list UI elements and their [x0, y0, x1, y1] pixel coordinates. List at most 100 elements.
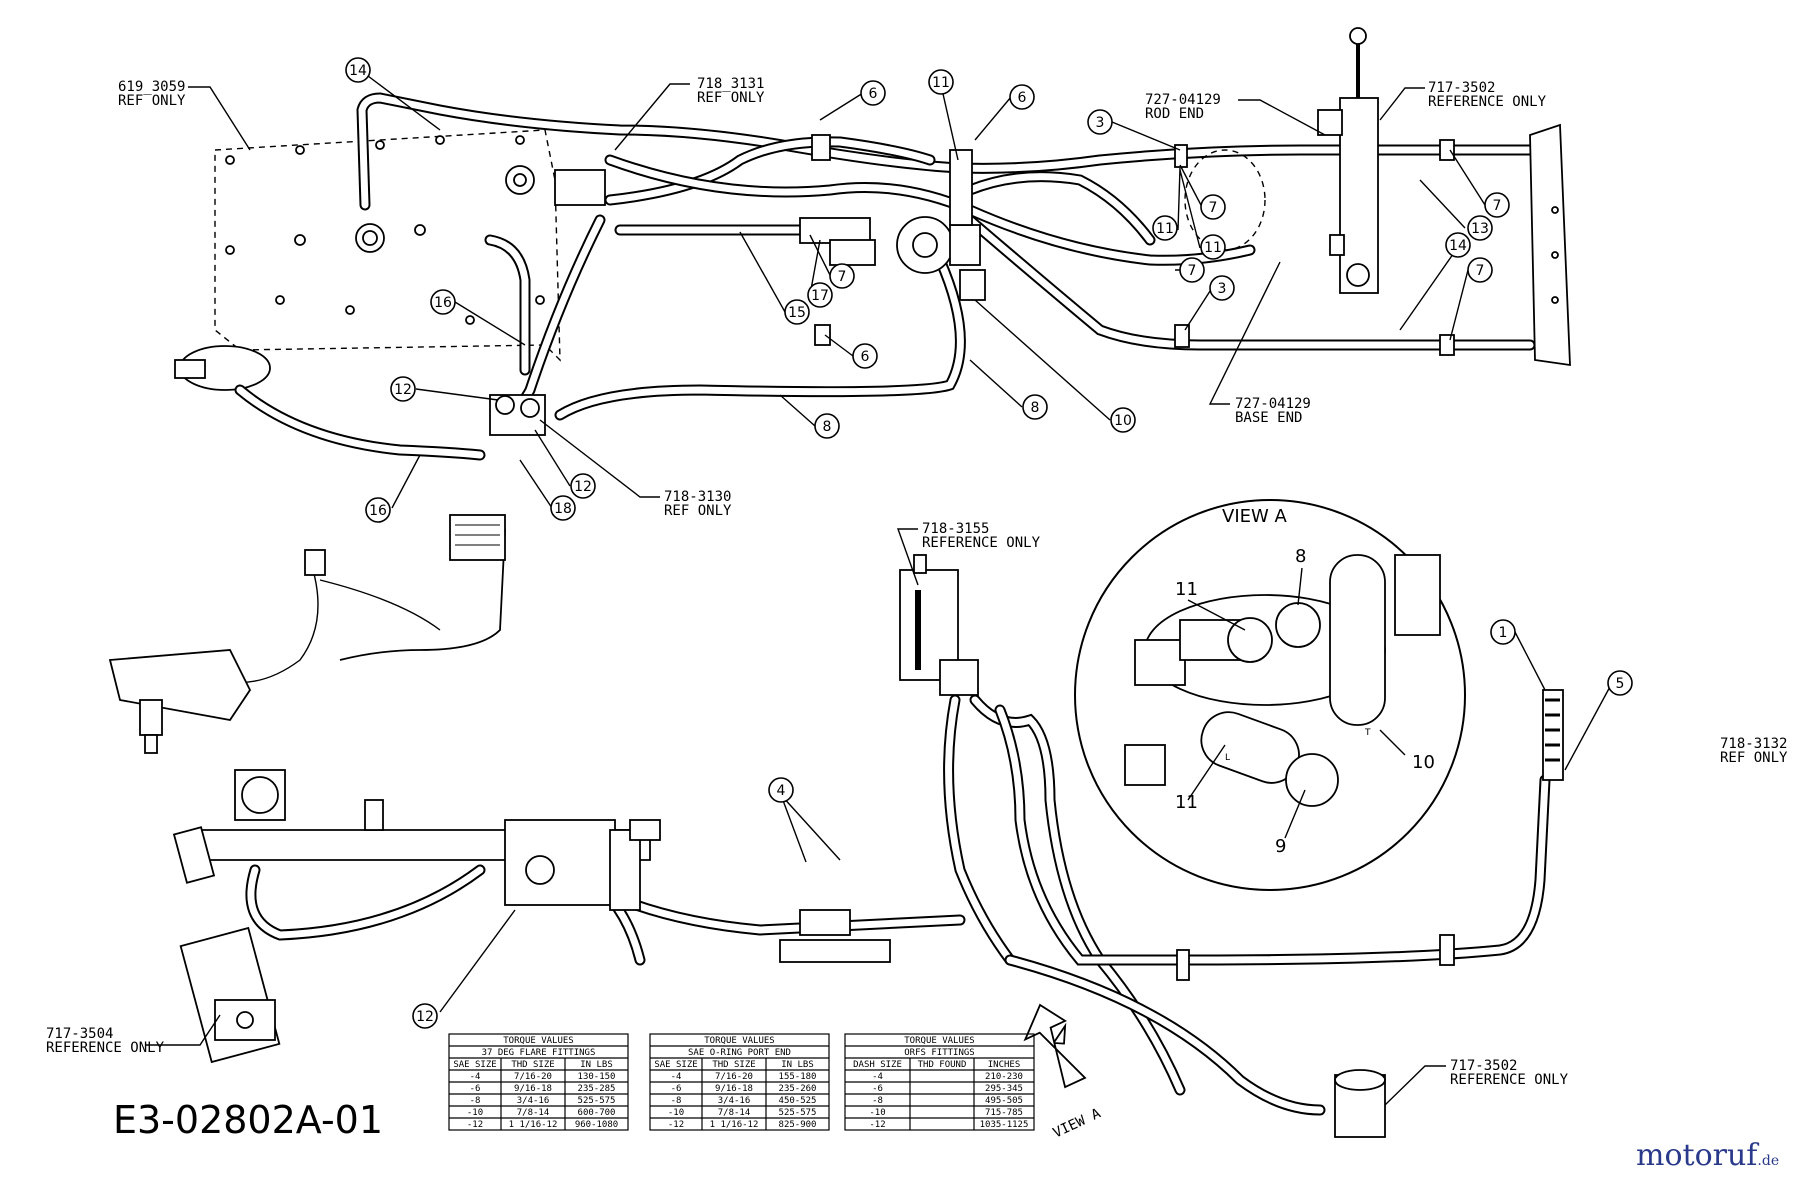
table-cell: 960-1080 — [575, 1120, 618, 1130]
table-header: DASH SIZE — [853, 1060, 902, 1070]
callout-c16b: 16 — [365, 497, 391, 523]
callout-circle — [1110, 407, 1136, 433]
callout-c10: 10 — [1110, 407, 1136, 433]
table-cell: 495-505 — [985, 1096, 1023, 1106]
table-header: INCHES — [988, 1060, 1021, 1070]
table-cell: -12 — [668, 1120, 684, 1130]
table-header: IN LBS — [580, 1060, 613, 1070]
ref-718-3130-line2: REF ONLY — [664, 503, 732, 519]
table-cell: 1 1/16-12 — [509, 1120, 558, 1130]
ref-727-04129-base-line1: 727-04129 — [1235, 396, 1311, 412]
callout-circle — [1009, 84, 1035, 110]
lift-cylinder-bottom — [172, 826, 281, 1064]
callout-c3b: 3 — [1209, 275, 1235, 301]
callout-number: 3 — [1096, 115, 1105, 131]
callout-c6c: 6 — [852, 343, 878, 369]
callout-c11a: 11 — [928, 69, 954, 95]
table-cell: 155-180 — [779, 1072, 817, 1082]
callout-number: 7 — [1188, 263, 1197, 279]
table-cell: 235-285 — [578, 1084, 616, 1094]
callout-circle — [1179, 257, 1205, 283]
callout-c7b: 7 — [1179, 257, 1205, 283]
callout-circle — [430, 289, 456, 315]
ref-717-3502-bottom-line1: 717-3502 — [1450, 1058, 1517, 1074]
table-cell: 295-345 — [985, 1084, 1023, 1094]
callout-circle — [784, 299, 810, 325]
callout-number: 12 — [416, 1009, 434, 1025]
table-cell: -4 — [872, 1072, 883, 1082]
callout-c7d: 7 — [1467, 257, 1493, 283]
callout-circle — [1200, 234, 1226, 260]
ref-727-04129-rod-line2: ROD END — [1145, 106, 1204, 122]
callout-circle — [345, 57, 371, 83]
callout-number: 10 — [1114, 413, 1132, 429]
view-a-label-11-top: 11 — [1175, 579, 1198, 600]
ref-718-3155-line1: 718-3155 — [922, 521, 989, 537]
callout-number: 12 — [394, 382, 412, 398]
table-title: TORQUE VALUES — [904, 1036, 974, 1046]
bottom-frame — [199, 554, 1564, 1138]
view-a-label-11-bottom: 11 — [1175, 792, 1198, 813]
table-cell: 825-900 — [779, 1120, 817, 1130]
watermark-main: motoruf — [1636, 1138, 1759, 1173]
callout-circle — [412, 1003, 438, 1029]
callout-number: 6 — [1018, 90, 1027, 106]
table-cell: 130-150 — [578, 1072, 616, 1082]
callout-c3a: 3 — [1087, 109, 1113, 135]
filter-housing — [174, 345, 271, 391]
callout-c8b: 8 — [1022, 394, 1048, 420]
callout-number: 3 — [1218, 281, 1227, 297]
view-a-mark-t: T — [1364, 728, 1371, 738]
ref-717-3504-line1: 717-3504 — [46, 1026, 113, 1042]
table-cell: -12 — [869, 1120, 885, 1130]
frame-bracket — [1184, 123, 1571, 367]
callout-circle — [1445, 232, 1471, 258]
table-header: IN LBS — [781, 1060, 814, 1070]
table-cell: 7/8-14 — [718, 1108, 751, 1118]
table-cell: 7/8-14 — [517, 1108, 550, 1118]
table-subtitle: 37 DEG FLARE FITTINGS — [482, 1048, 596, 1058]
callout-c12c: 12 — [412, 1003, 438, 1029]
callout-circle — [365, 497, 391, 523]
callout-circle — [390, 376, 416, 402]
table-cell: 1035-1125 — [980, 1120, 1029, 1130]
view-a-title: VIEW A — [1222, 506, 1288, 527]
callout-number: 6 — [869, 86, 878, 102]
callout-circle — [1467, 215, 1493, 241]
callout-circle — [1467, 257, 1493, 283]
callout-c6b: 6 — [1009, 84, 1035, 110]
callout-number: 6 — [861, 349, 870, 365]
lift-cylinder-top — [1317, 27, 1379, 294]
callout-c13: 13 — [1467, 215, 1493, 241]
table-header: SAE SIZE — [453, 1060, 496, 1070]
table-cell: 3/4-16 — [718, 1096, 751, 1106]
callout-number: 16 — [434, 295, 452, 311]
top-hoses — [234, 92, 1536, 461]
callout-c7a: 7 — [1200, 194, 1226, 220]
callout-number: 14 — [1449, 238, 1467, 254]
ref-717-3504-line2: REFERENCE ONLY — [46, 1040, 165, 1056]
callout-number: 15 — [788, 305, 806, 321]
callout-c14b: 14 — [1445, 232, 1471, 258]
table-cell: 210-230 — [985, 1072, 1023, 1082]
callout-c7c: 7 — [1484, 192, 1510, 218]
table-cell: -6 — [671, 1084, 682, 1094]
table-cell: 450-525 — [779, 1096, 817, 1106]
reference-labels: 619_3059 REF ONLY 718_3131 REF ONLY 727-… — [46, 76, 1788, 1106]
callout-circle — [570, 473, 596, 499]
bottom-wiring — [108, 514, 506, 754]
table-cell: -8 — [671, 1096, 682, 1106]
ref-717-3502-top-line1: 717-3502 — [1428, 80, 1495, 96]
callout-number: 8 — [1031, 400, 1040, 416]
callout-circle — [768, 777, 794, 803]
callout-circle — [1152, 215, 1178, 241]
callout-c11c: 11 — [1200, 234, 1226, 260]
table-header: THD SIZE — [511, 1060, 554, 1070]
callout-circle — [1087, 109, 1113, 135]
ref-718-3155-line2: REFERENCE ONLY — [922, 535, 1041, 551]
callout-c5: 5 — [1607, 670, 1633, 696]
table-cell: 715-785 — [985, 1108, 1023, 1118]
table-cell: 600-700 — [578, 1108, 616, 1118]
table-cell: 235-260 — [779, 1084, 817, 1094]
callout-number: 11 — [932, 75, 950, 91]
